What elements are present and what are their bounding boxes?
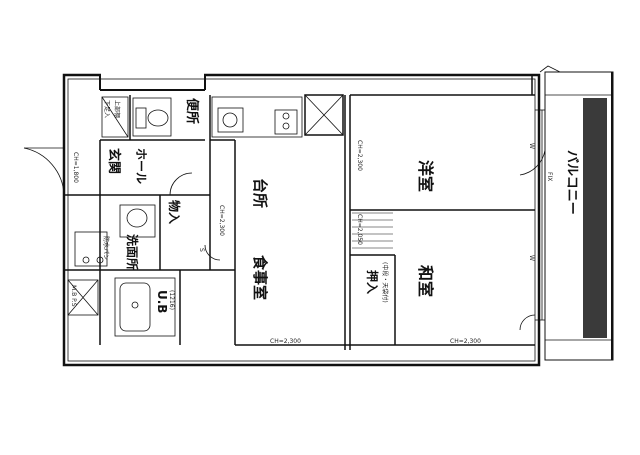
outer-walls: [62, 73, 541, 367]
ceiling-heights: CH=1,800 CH=2,300 CH=2,300 CH=2,300 CH=2…: [72, 140, 481, 345]
ch-dining: CH=2,300: [270, 338, 301, 345]
ch-japanese: CH=2,300: [450, 338, 481, 345]
label-kitchen: 台所: [251, 178, 269, 208]
entrance-door: [23, 147, 65, 196]
label-washroom: 洗面所: [125, 234, 140, 270]
closet-shelves: [352, 212, 393, 249]
windows: [535, 109, 545, 321]
balcony: [539, 65, 614, 361]
interior-doors: [169, 149, 546, 331]
mb-ps-box: [67, 279, 99, 316]
label-geta-box: 下足入: [103, 100, 110, 118]
label-upper-cabinet: 上部棚: [113, 100, 121, 118]
label-closet-note: (中段・天袋付): [381, 262, 389, 303]
label-closet: 押入: [365, 270, 380, 294]
washroom-fixtures: [74, 204, 156, 267]
label-window-w: W: [528, 143, 535, 149]
label-mps: M.B P.S: [70, 285, 77, 307]
label-hall: ホール: [134, 148, 148, 184]
label-bath-size: (1216): [168, 290, 175, 310]
balcony-railing: [583, 98, 607, 338]
label-storage: 物入: [167, 200, 182, 224]
label-window-w2: W: [528, 255, 535, 261]
label-bath: U.B: [155, 290, 169, 313]
label-western: 洋室: [416, 160, 435, 192]
labels: 洋室 和室 台所 食事室 便所 玄関 ホール 洗面所 物入 押入 (中段・天袋付…: [70, 98, 579, 313]
label-balcony: バルコニー: [564, 150, 579, 215]
label-sink-mark: S: [198, 248, 205, 252]
interior-walls: [64, 94, 535, 350]
label-entrance: 玄関: [106, 148, 122, 174]
label-dining: 食事室: [251, 255, 269, 300]
ch-kitchen: CH=2,300: [218, 205, 225, 236]
ch-entrance: CH=1,800: [72, 152, 79, 183]
toilet-fixtures: [101, 96, 172, 138]
label-fix: FIX: [546, 172, 553, 181]
bath-unit: [114, 277, 176, 337]
label-japanese: 和室: [416, 265, 435, 297]
ch-closet: CH=2,050: [356, 214, 363, 245]
ch-western: CH=2,300: [356, 140, 363, 171]
label-toilet: 便所: [184, 98, 200, 124]
kitchen-counter: [211, 96, 303, 138]
label-washer-pan: 防水パン: [102, 236, 110, 260]
